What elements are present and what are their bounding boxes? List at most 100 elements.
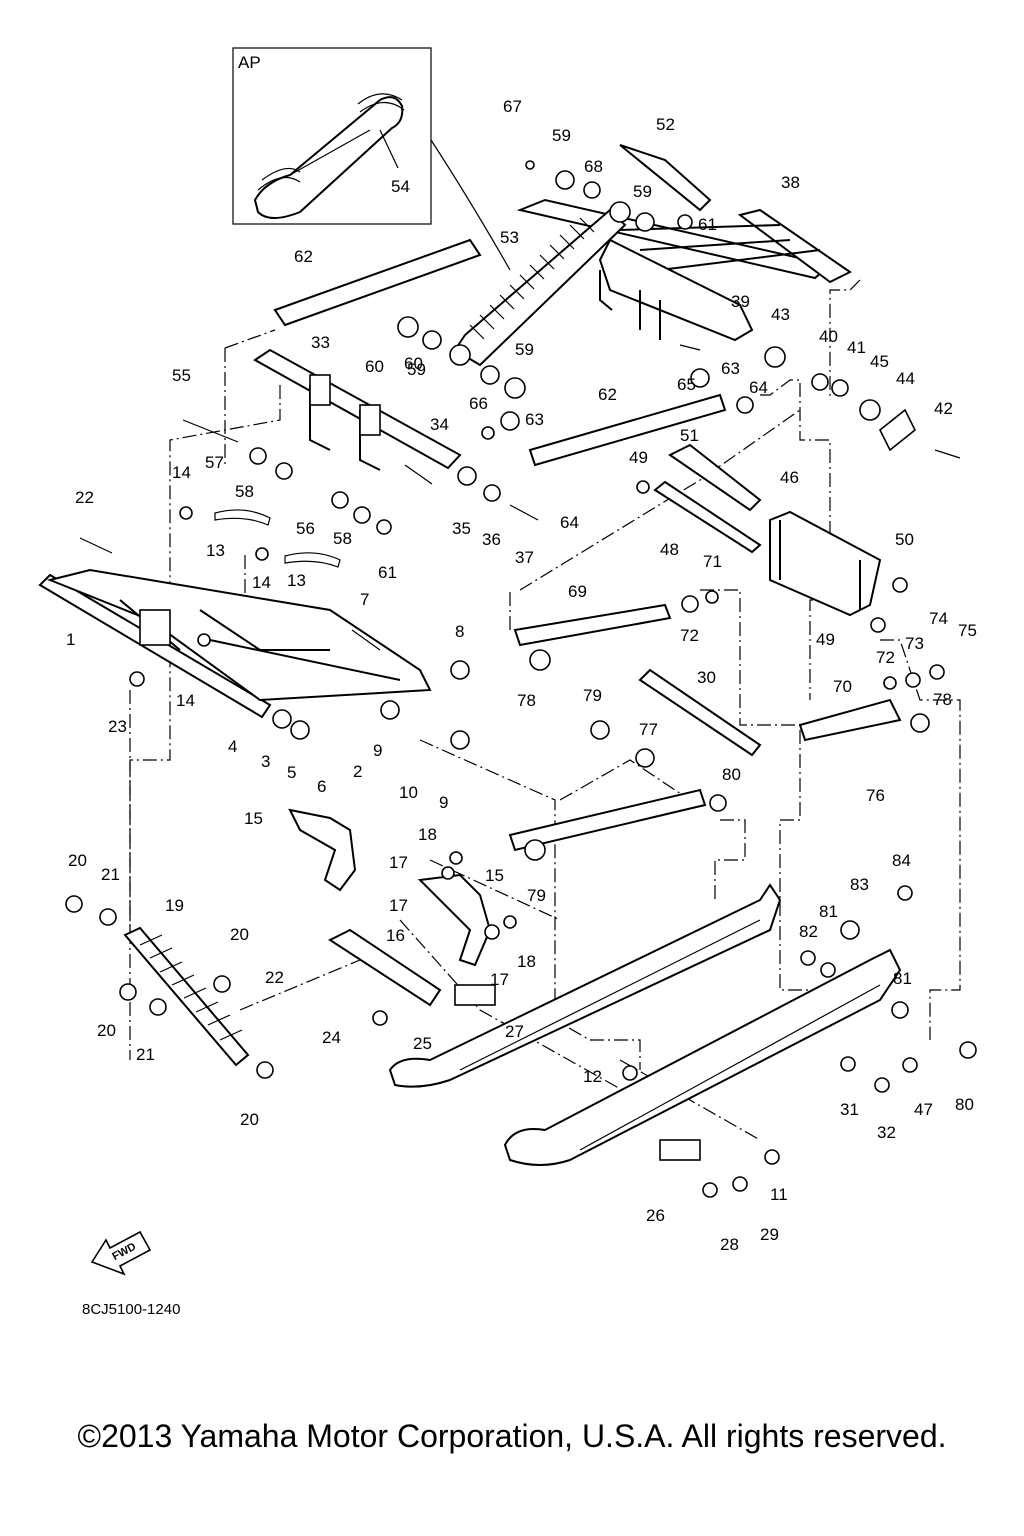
callout-40: 40 [819,327,838,346]
callout-81: 81 [819,902,838,921]
callout-5: 5 [287,763,296,782]
callout-60: 60 [404,354,423,373]
callout-22: 22 [75,488,94,507]
callout-49: 49 [629,448,648,467]
cross-shaft [253,348,462,471]
callout-43: 43 [771,305,790,324]
callout-79: 79 [527,886,546,905]
rails [388,883,902,1166]
callout-79: 79 [583,686,602,705]
callout-33: 33 [311,333,330,352]
callout-21: 21 [136,1045,155,1064]
callout-70: 70 [833,677,852,696]
callout-4: 4 [228,737,237,756]
callout-27: 27 [505,1022,524,1041]
callout-82: 82 [799,922,818,941]
callout-58: 58 [235,482,254,501]
callout-78: 78 [517,691,536,710]
callout-14: 14 [176,691,195,710]
stopper-assembly [288,808,701,1161]
callout-17: 17 [490,970,509,989]
callout-20: 20 [230,925,249,944]
callout-18: 18 [418,825,437,844]
callout-69: 69 [568,582,587,601]
callout-64: 64 [560,513,579,532]
callout-10: 10 [399,783,418,802]
callout-14: 14 [252,573,271,592]
fwd-arrow-icon: FWD [90,1230,152,1276]
callout-15: 15 [485,866,504,885]
callout-labels: 1234567899101112131314141415151617171718… [66,97,977,1254]
callout-61: 61 [378,563,397,582]
callout-59: 59 [552,126,571,145]
callout-84: 84 [892,851,911,870]
callout-15: 15 [244,809,263,828]
callout-16: 16 [386,926,405,945]
callout-44: 44 [896,369,915,388]
callout-53: 53 [500,228,519,247]
callout-37: 37 [515,548,534,567]
callout-9: 9 [373,741,382,760]
hardware [65,160,977,1198]
callout-25: 25 [413,1034,432,1053]
callout-34: 34 [430,415,449,434]
callout-20: 20 [68,851,87,870]
callout-38: 38 [781,173,800,192]
callout-14: 14 [172,463,191,482]
callout-19: 19 [165,896,184,915]
callout-9: 9 [439,793,448,812]
callout-24: 24 [322,1028,341,1047]
callout-50: 50 [895,530,914,549]
callout-73: 73 [905,634,924,653]
callout-67: 67 [503,97,522,116]
callout-56: 56 [296,519,315,538]
callout-22: 22 [265,968,284,987]
callout-80: 80 [955,1095,974,1114]
callout-71: 71 [703,552,722,571]
callout-42: 42 [934,399,953,418]
callout-21: 21 [101,865,120,884]
reference-lines [129,279,961,1141]
callout-46: 46 [780,468,799,487]
callout-41: 41 [847,338,866,357]
callout-20: 20 [97,1021,116,1040]
callout-26: 26 [646,1206,665,1225]
callout-52: 52 [656,115,675,134]
callout-20: 20 [240,1110,259,1129]
callout-28: 28 [720,1235,739,1254]
callout-23: 23 [108,717,127,736]
callout-59: 59 [407,360,426,379]
callout-58: 58 [333,529,352,548]
callout-47: 47 [914,1100,933,1119]
callout-39: 39 [731,292,750,311]
callout-78: 78 [933,690,952,709]
callout-6: 6 [317,777,326,796]
callout-29: 29 [760,1225,779,1244]
callout-64: 64 [749,378,768,397]
bracket [769,510,882,617]
callout-63: 63 [721,359,740,378]
callout-62: 62 [598,385,617,404]
callout-36: 36 [482,530,501,549]
inset-ap: AP [232,47,511,271]
callout-63: 63 [525,410,544,429]
callout-80: 80 [722,765,741,784]
rods [273,144,902,852]
copyright-notice: ©2013 Yamaha Motor Corporation, U.S.A. A… [77,1418,947,1454]
callout-31: 31 [840,1100,859,1119]
callout-54: 54 [391,177,410,196]
callout-45: 45 [870,352,889,371]
callout-55: 55 [172,366,191,385]
callout-32: 32 [877,1123,896,1142]
callout-48: 48 [660,540,679,559]
callout-59: 59 [633,182,652,201]
callout-65: 65 [677,375,696,394]
callout-68: 68 [584,157,603,176]
inset-label: AP [238,53,261,72]
callout-30: 30 [697,668,716,687]
callout-74: 74 [929,609,948,628]
callout-13: 13 [287,571,306,590]
callout-66: 66 [469,394,488,413]
callout-1: 1 [66,630,75,649]
callout-76: 76 [866,786,885,805]
